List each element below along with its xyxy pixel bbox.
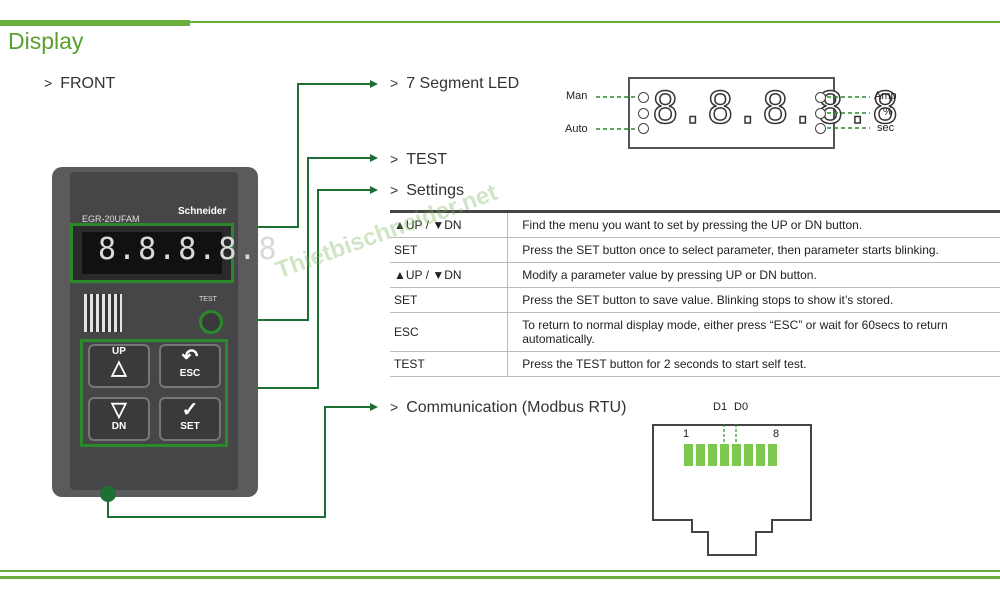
top-rule (190, 21, 1000, 23)
led-display (82, 232, 222, 274)
pin-1-label: 1 (683, 428, 690, 440)
table-row: ESC To return to normal display mode, ei… (390, 313, 1000, 352)
model-label: EGR-20UFAM (82, 214, 140, 224)
seven-segment-display (628, 77, 835, 149)
test-button[interactable] (199, 310, 223, 334)
man-label: Man (566, 90, 588, 102)
triangle-down-icon: ▽ (111, 399, 127, 421)
pin-8-label: 8 (773, 428, 780, 440)
sec-label: sec (877, 122, 895, 134)
table-row: TEST Press the TEST button for 2 seconds… (390, 352, 1000, 377)
bottom-rule-thick (0, 576, 1000, 579)
table-row: SET Press the SET button once to select … (390, 238, 1000, 263)
comm-header: >Communication (Modbus RTU) (390, 399, 627, 416)
led-digits: 8.8.8.8.8 (98, 232, 279, 267)
check-icon: ✓ (181, 399, 199, 421)
table-row: ▲UP / ▼DN Modify a parameter value by pr… (390, 263, 1000, 288)
seg-led-header: >7 Segment LED (390, 75, 520, 92)
table-row: SET Press the SET button to save value. … (390, 288, 1000, 313)
top-accent-bar (0, 20, 190, 26)
page-title: Display (8, 28, 84, 54)
percent-indicator (815, 108, 826, 119)
brand-logo: Schneider (178, 206, 227, 217)
percent-label: % (883, 106, 893, 118)
qr-code (84, 294, 122, 332)
table-row: ▲UP / ▼DN Find the menu you want to set … (390, 213, 1000, 238)
amp-indicator (815, 92, 826, 103)
esc-button[interactable]: ↶ ESC (159, 344, 221, 388)
up-button[interactable]: UP △ (88, 344, 150, 388)
bottom-rule (0, 570, 1000, 572)
mid-left-indicator (638, 108, 649, 119)
return-arrow-icon: ↶ (181, 346, 199, 368)
test-label: TEST (199, 296, 217, 303)
d0-label: D0 (734, 401, 749, 413)
settings-table: ▲UP / ▼DN Find the menu you want to set … (390, 210, 1000, 377)
auto-indicator (638, 123, 649, 134)
auto-label: Auto (565, 123, 588, 135)
set-button[interactable]: ✓ SET (159, 397, 221, 441)
seven-segment-digits: 8.8.8.8.8 (651, 82, 900, 135)
d1-label: D1 (713, 401, 728, 413)
dn-button[interactable]: ▽ DN (88, 397, 150, 441)
test-header: >TEST (390, 151, 448, 168)
sec-indicator (815, 123, 826, 134)
rj45-connector (652, 424, 812, 556)
amp-label: Amp (874, 90, 897, 102)
man-indicator (638, 92, 649, 103)
settings-header: >Settings (390, 182, 464, 199)
comm-port-marker (100, 486, 116, 502)
keypad: UP △ ↶ ESC ▽ DN ✓ SET (80, 339, 228, 447)
triangle-up-icon: △ (111, 357, 127, 379)
front-header: >FRONT (44, 75, 116, 92)
